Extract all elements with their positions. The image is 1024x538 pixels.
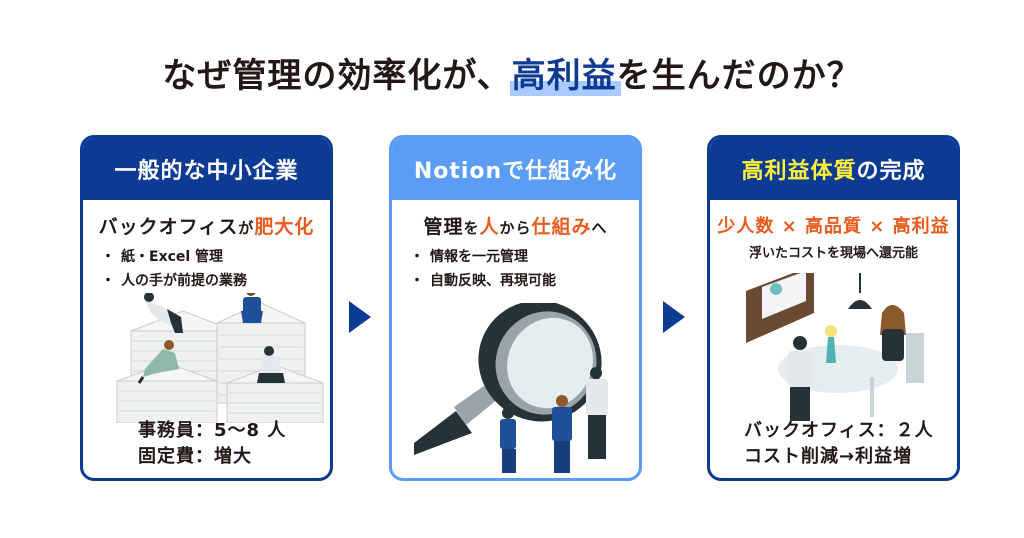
bullet-item: 自動反映、再現可能 <box>392 269 639 293</box>
bullet-item: 人の手が前提の業務 <box>83 269 330 293</box>
card-lead: 管理を人から仕組みへ <box>423 216 608 238</box>
card-subtitle: 浮いたコストを現場へ還元能 <box>748 246 918 261</box>
card-high-profit: 高利益体質の完成 少人数 × 高品質 × 高利益 浮いたコストを現場へ還元能 <box>707 135 960 481</box>
bullet-item: 紙・Excel 管理 <box>83 245 330 269</box>
footer-line: コスト削減→利益増 <box>744 446 913 467</box>
card-header: 高利益体質の完成 <box>710 138 957 200</box>
card-header: 一般的な中小企業 <box>83 138 330 200</box>
stressed-workers-illustration <box>83 286 330 424</box>
card-notion-system: Notionで仕組み化 管理を人から仕組みへ 情報を一元管理 自動反映、再現可能 <box>389 135 642 481</box>
footer-line: 事務員：5〜8 人 <box>138 420 287 441</box>
footer-line: バックオフィス：２人 <box>744 420 934 441</box>
arrow-right-icon <box>349 301 371 333</box>
bullet-item: 情報を一元管理 <box>392 245 639 269</box>
card-footer: バックオフィス：２人 コスト削減→利益増 <box>710 418 957 470</box>
page-title: なぜ管理の効率化が、高利益を生んだのか？ <box>0 52 1024 100</box>
title-prefix: なぜ管理の効率化が、 <box>162 56 512 96</box>
card-typical-sme: 一般的な中小企業 バックオフィスが肥大化 紙・Excel 管理 人の手が前提の業… <box>80 135 333 481</box>
card-lead: バックオフィスが肥大化 <box>98 216 315 238</box>
card-header: Notionで仕組み化 <box>392 138 639 200</box>
meeting-illustration <box>710 263 957 423</box>
magnifying-glass-team-illustration <box>392 300 639 477</box>
bullet-list: 紙・Excel 管理 人の手が前提の業務 <box>83 245 330 293</box>
footer-line: 固定費：増大 <box>138 446 252 467</box>
title-suffix: を生んだのか？ <box>616 56 862 96</box>
title-highlight: 高利益 <box>509 52 621 100</box>
card-footer: 事務員：5〜8 人 固定費：増大 <box>83 418 330 470</box>
card-lead: 少人数 × 高品質 × 高利益 <box>717 216 950 237</box>
bullet-list: 情報を一元管理 自動反映、再現可能 <box>392 245 639 293</box>
arrow-right-icon <box>663 301 685 333</box>
